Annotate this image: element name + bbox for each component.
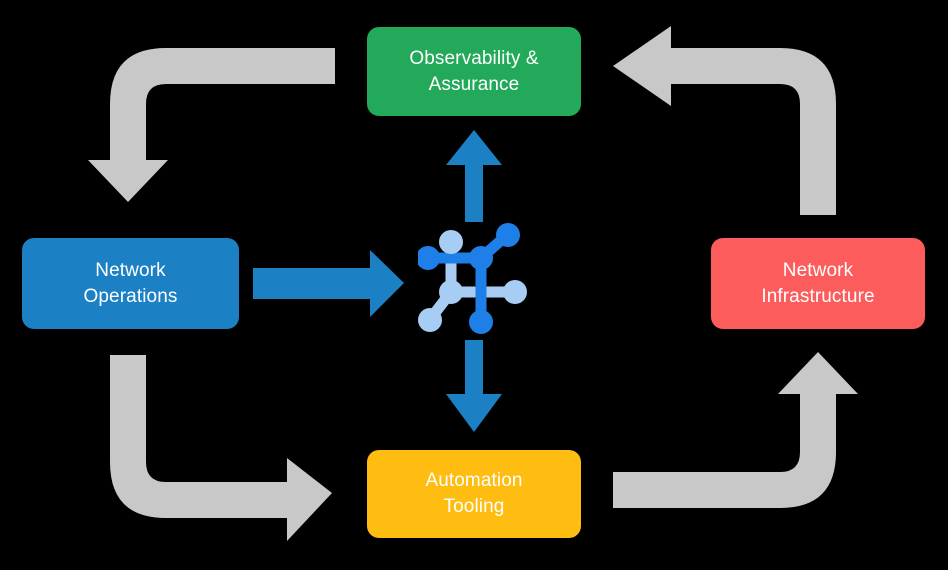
node-label-observability-assurance: Observability & Assurance [409,47,539,95]
node-automation-tooling[interactable]: Automation Tooling [367,450,581,538]
node-observability-assurance[interactable]: Observability & Assurance [367,27,581,116]
node-label-automation-tooling: Automation Tooling [425,470,523,517]
node-network-infrastructure[interactable]: Network Infrastructure [711,238,925,329]
node-label-network-operations: Network Operations [83,259,178,307]
node-label-network-infrastructure: Network Infrastructure [761,259,875,307]
arrow-center-to-automation [446,340,502,432]
network-icon-dark-nodes [418,223,520,334]
node-network-operations[interactable]: Network Operations [22,238,239,329]
network-topology-icon [418,223,527,334]
arrow-infrastructure-to-observability [613,26,836,215]
network-icon-light-nodes [418,230,527,332]
arrow-operations-to-automation [110,355,332,541]
arrow-observability-to-operations [88,48,335,202]
arrow-center-to-observability [446,130,502,222]
arrow-automation-to-infrastructure [613,352,858,508]
arrow-operations-to-center [253,250,404,317]
